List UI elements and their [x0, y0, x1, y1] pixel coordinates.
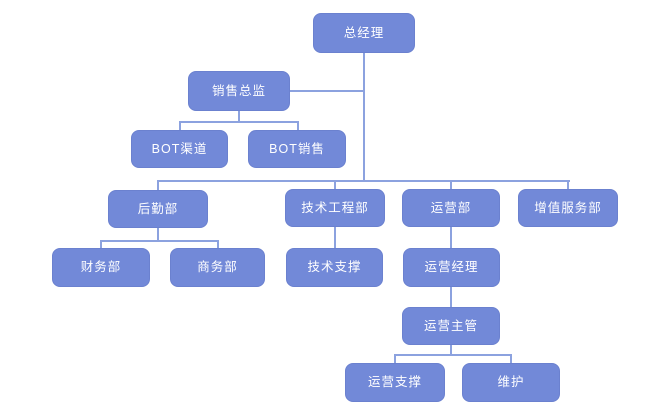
connector-line — [157, 180, 570, 182]
connector-line — [450, 180, 452, 189]
connector-line — [179, 121, 299, 123]
org-node-label: 商务部 — [197, 260, 238, 275]
connector-line — [394, 354, 396, 363]
connector-line — [217, 240, 219, 248]
connector-line — [363, 53, 365, 181]
org-node-label: 运营经理 — [424, 260, 479, 275]
connector-line — [334, 227, 336, 248]
org-node-bot-xiaoshou[interactable]: BOT销售 — [248, 130, 346, 168]
connector-line — [100, 240, 219, 242]
org-node-yunyingzhuguan[interactable]: 运营主管 — [402, 307, 500, 345]
org-node-bot-qudao[interactable]: BOT渠道 — [131, 130, 228, 168]
connector-line — [179, 121, 181, 130]
org-node-label: 销售总监 — [211, 83, 266, 98]
connector-line — [290, 90, 365, 92]
org-node-label: 财务部 — [80, 260, 122, 275]
org-node-label: 技术工程部 — [301, 200, 369, 215]
connector-line — [157, 180, 159, 190]
org-node-label: BOT销售 — [269, 141, 325, 156]
org-node-label: BOT渠道 — [151, 141, 208, 156]
org-node-jishuzhicheng[interactable]: 技术支撑 — [286, 248, 383, 287]
org-node-label: 增值服务部 — [534, 200, 602, 215]
org-node-weihu[interactable]: 维护 — [462, 363, 560, 402]
org-node-label: 运营支撑 — [367, 375, 422, 390]
connector-line — [334, 180, 336, 189]
org-node-caiwubu[interactable]: 财务部 — [52, 248, 150, 287]
org-node-shangwubu[interactable]: 商务部 — [170, 248, 265, 287]
connector-line — [238, 111, 240, 122]
org-node-houqinbu[interactable]: 后勤部 — [108, 190, 208, 228]
connector-line — [450, 227, 452, 248]
org-node-label: 维护 — [497, 375, 525, 390]
org-node-jishugongchengbu[interactable]: 技术工程部 — [285, 189, 385, 227]
connector-line — [450, 287, 452, 307]
org-node-yunyingjingli[interactable]: 运营经理 — [403, 248, 500, 287]
connector-line — [510, 354, 512, 363]
connector-line — [567, 180, 569, 189]
org-node-label: 总经理 — [343, 25, 385, 40]
org-node-label: 运营主管 — [423, 318, 478, 333]
connector-line — [297, 121, 299, 130]
org-node-label: 运营部 — [430, 200, 472, 215]
org-node-yunyingzhicheng[interactable]: 运营支撑 — [345, 363, 445, 402]
org-node-label: 技术支撑 — [307, 260, 362, 275]
connector-line — [157, 228, 159, 241]
connector-line — [394, 354, 512, 356]
connector-line — [100, 240, 102, 248]
org-node-label: 后勤部 — [137, 201, 179, 216]
org-node-xiaoshouzongjian[interactable]: 销售总监 — [188, 71, 290, 111]
org-node-zongjingli[interactable]: 总经理 — [313, 13, 415, 53]
org-node-zengzhifuwubu[interactable]: 增值服务部 — [518, 189, 618, 227]
connector-line — [450, 345, 452, 355]
org-node-yunyingbu[interactable]: 运营部 — [402, 189, 500, 227]
